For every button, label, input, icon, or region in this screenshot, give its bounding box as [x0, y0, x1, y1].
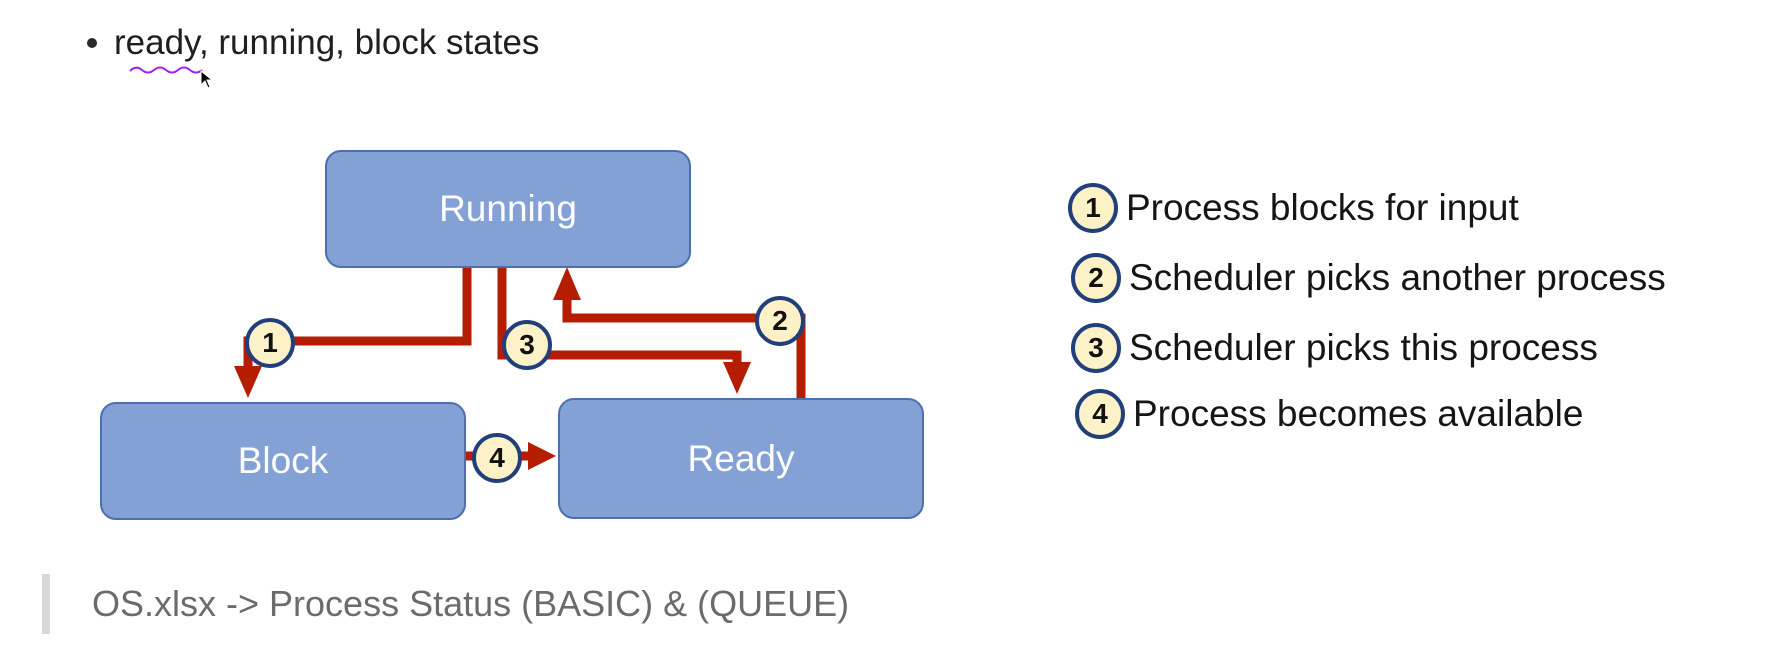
legend-badge-3: 3: [1071, 323, 1121, 373]
legend-label-4: Process becomes available: [1133, 393, 1584, 434]
legend-item-4: 4 Process becomes available: [1075, 389, 1583, 439]
state-running: Running: [325, 150, 691, 268]
legend-badge-2: 2: [1071, 253, 1121, 303]
state-block: Block: [100, 402, 466, 520]
legend-label-2: Scheduler picks another process: [1129, 257, 1666, 298]
badge-3: 3: [502, 320, 552, 370]
legend-item-2: 2 Scheduler picks another process: [1071, 253, 1666, 303]
legend-label-3: Scheduler picks this process: [1129, 327, 1598, 368]
legend-label-1: Process blocks for input: [1126, 187, 1519, 228]
arrow-ready-to-running: [562, 300, 806, 398]
mouse-cursor-icon: [200, 70, 214, 89]
bullet-dot: [87, 38, 97, 48]
badge-1: 1: [245, 318, 295, 368]
arrow-running-to-ready: [497, 264, 742, 362]
legend-item-3: 3 Scheduler picks this process: [1071, 323, 1598, 373]
quote-block: OS.xlsx -> Process Status (BASIC) & (QUE…: [42, 574, 849, 634]
state-ready: Ready: [558, 398, 924, 519]
quote-bar: [42, 574, 50, 634]
bullet-item: ready, running, block states: [87, 18, 539, 68]
state-transition-arrows: [234, 264, 806, 470]
legend-badge-1: 1: [1068, 183, 1118, 233]
badge-4: 4: [472, 433, 522, 483]
legend-badge-4: 4: [1075, 389, 1125, 439]
quote-text: OS.xlsx -> Process Status (BASIC) & (QUE…: [92, 583, 850, 624]
spellcheck-underline: [129, 66, 203, 74]
legend-item-1: 1 Process blocks for input: [1068, 183, 1519, 233]
badge-2: 2: [755, 296, 805, 346]
bullet-text: ready, running, block states: [114, 23, 540, 62]
